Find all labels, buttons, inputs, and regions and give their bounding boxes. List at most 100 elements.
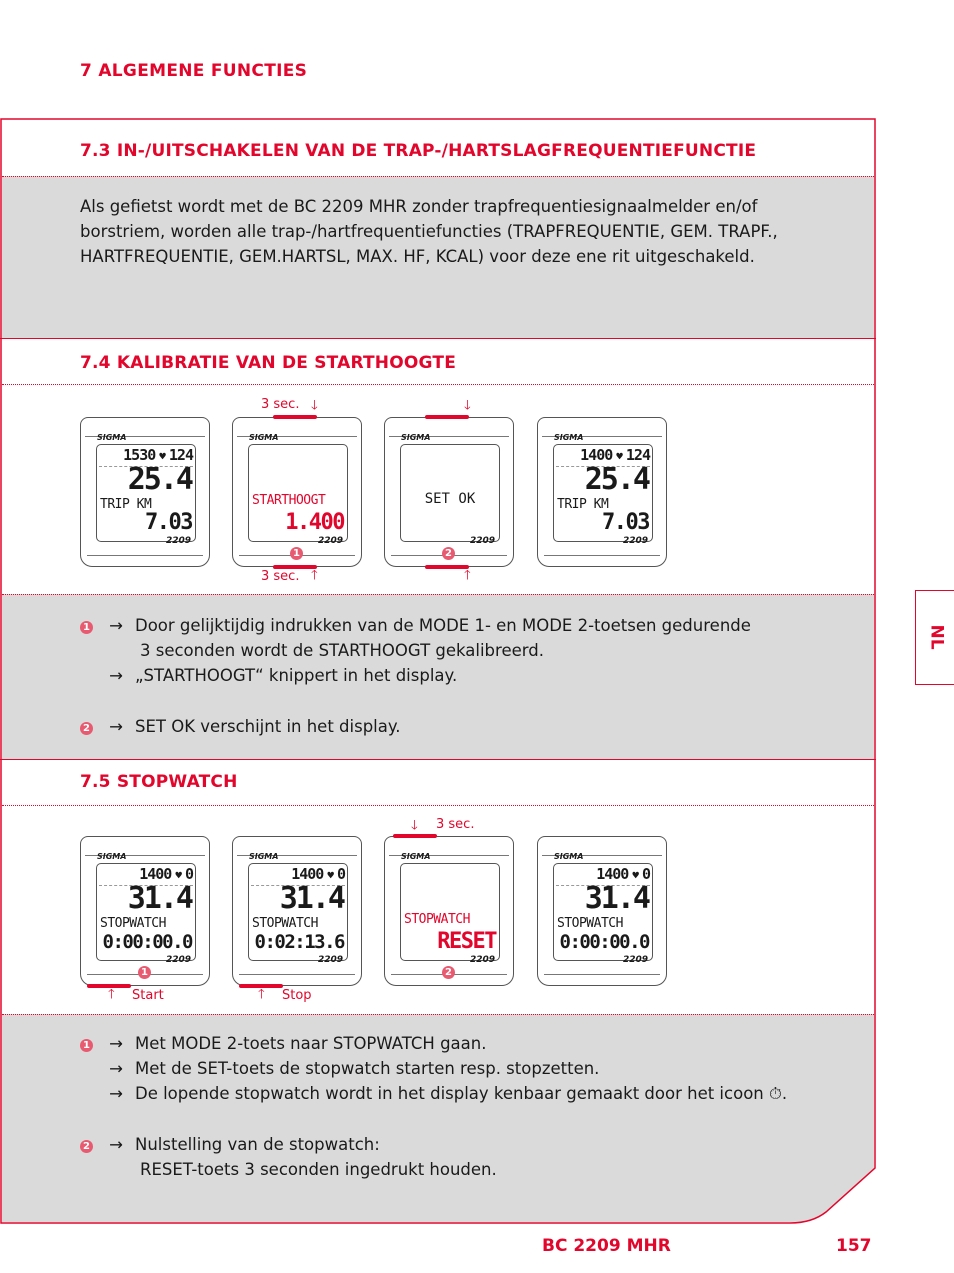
arrow-right-icon: → xyxy=(109,1084,123,1103)
arrow-right-icon: → xyxy=(109,717,123,736)
step-text: De lopende stopwatch wordt in het displa… xyxy=(135,1084,788,1103)
section-heading: 7.4 KALIBRATIE VAN DE STARTHOOGTE xyxy=(80,353,457,373)
arrow-up-icon: 🡑 xyxy=(311,568,318,583)
section-heading: 7.3 IN-/UITSCHAKELEN VAN DE TRAP-/HARTSL… xyxy=(80,141,757,161)
speed-value: 25.4 xyxy=(127,462,194,497)
function-value: RESET xyxy=(437,929,497,954)
step-line: →„STARTHOOGT“ knippert in het display. xyxy=(80,663,751,688)
step-text: Door gelijktijdig indrukken van de MODE … xyxy=(135,616,751,635)
heartrate-value: 0 xyxy=(336,865,346,883)
heartrate-value: 124 xyxy=(168,446,194,464)
arrow-right-icon: → xyxy=(109,1135,123,1154)
device-button-highlight[interactable] xyxy=(239,984,283,988)
device-button-highlight[interactable] xyxy=(273,565,317,569)
step-item: 1 → Door gelijktijdig indrukken van de MOD… xyxy=(80,613,751,688)
dotted-divider xyxy=(2,805,874,806)
brand-logo: SIGMA xyxy=(554,433,584,442)
altitude-heartrate-row: 1400♥124 xyxy=(556,446,651,467)
device-bezel-bottom xyxy=(87,555,203,556)
function-value: 0:00:00.0 xyxy=(559,931,651,953)
step-text: SET OK verschijnt in het display. xyxy=(135,717,401,736)
step-item: 1→Met MODE 2-toets naar STOPWATCH gaan.→… xyxy=(80,1031,787,1106)
dotted-divider xyxy=(2,594,874,595)
step-line: 1→Met MODE 2-toets naar STOPWATCH gaan. xyxy=(80,1031,787,1056)
device-button-highlight[interactable] xyxy=(87,984,131,988)
step-number: 1 xyxy=(80,1039,93,1052)
arrow-right-icon: → xyxy=(109,1059,123,1078)
step-line: 3 seconden wordt de STARTHOOGT gekalibre… xyxy=(80,638,751,663)
model-number: 2209 xyxy=(622,955,648,965)
function-value: 0:02:13.6 xyxy=(254,931,346,953)
model-number: 2209 xyxy=(622,536,648,546)
altitude-value: 1530 xyxy=(123,446,156,464)
heartrate-value: 0 xyxy=(641,865,651,883)
arrow-down-icon: 🡓 xyxy=(411,818,418,833)
step-text: Met MODE 2-toets naar STOPWATCH gaan. xyxy=(135,1034,487,1053)
device-bezel-top xyxy=(389,841,509,856)
device-bezel-top xyxy=(237,422,357,437)
altitude-value: 1400 xyxy=(291,865,324,883)
model-number: 2209 xyxy=(317,536,343,546)
arrow-up-icon: 🡑 xyxy=(464,568,471,583)
function-value: 1.400 xyxy=(285,510,345,535)
hold-label: 3 sec. xyxy=(436,817,475,832)
brand-logo: SIGMA xyxy=(97,433,127,442)
lcd-display: STOPWATCH RESET xyxy=(400,863,500,961)
dotted-divider xyxy=(2,1014,874,1015)
device-button-highlight[interactable] xyxy=(425,565,469,569)
dotted-divider xyxy=(2,384,874,385)
altitude-heartrate-row: 1400♥0 xyxy=(251,865,346,886)
brand-logo: SIGMA xyxy=(554,852,584,861)
step-line: RESET-toets 3 seconden ingedrukt houden. xyxy=(80,1157,497,1182)
model-number: 2209 xyxy=(165,536,191,546)
heart-icon: ♥ xyxy=(327,869,334,882)
device-button-highlight[interactable] xyxy=(393,834,437,838)
step-badge: 1 xyxy=(138,966,151,979)
hold-label: 3 sec. xyxy=(261,569,300,584)
device-bezel-top xyxy=(542,841,662,856)
heartrate-value: 0 xyxy=(184,865,194,883)
device-bezel-top xyxy=(237,841,357,856)
arrow-up-icon: 🡑 xyxy=(108,987,115,1002)
step-item: 2→Nulstelling van de stopwatch:RESET-toe… xyxy=(80,1132,497,1182)
divider xyxy=(0,338,876,339)
step-badge: 2 xyxy=(442,547,455,560)
step-number: 1 xyxy=(80,621,93,634)
function-label: STOPWATCH xyxy=(404,912,470,927)
device-bezel-bottom xyxy=(239,974,355,975)
speed-value: 31.4 xyxy=(584,881,651,916)
brand-logo: SIGMA xyxy=(249,433,279,442)
model-number: 2209 xyxy=(469,536,495,546)
model-number: 2209 xyxy=(469,955,495,965)
section-text: Als gefietst wordt met de BC 2209 MHR zo… xyxy=(80,197,778,266)
step-badge: 1 xyxy=(290,547,303,560)
device-button-highlight[interactable] xyxy=(425,415,469,419)
device-bezel-top xyxy=(85,422,205,437)
device-bezel-bottom xyxy=(544,974,660,975)
altitude-heartrate-row: 1400♥0 xyxy=(99,865,194,886)
step-line: 2→Nulstelling van de stopwatch: xyxy=(80,1132,497,1157)
language-tab[interactable]: NL xyxy=(915,590,954,685)
altitude-value: 1400 xyxy=(580,446,613,464)
step-line: → De lopende stopwatch wordt in het displ… xyxy=(80,1081,787,1106)
page-number: 157 xyxy=(836,1236,872,1256)
brand-logo: SIGMA xyxy=(97,852,127,861)
function-label: TRIP KM xyxy=(100,497,152,512)
display-message: SET OK xyxy=(424,491,476,507)
step-text: Nulstelling van de stopwatch: xyxy=(135,1135,380,1154)
heart-icon: ♥ xyxy=(175,869,182,882)
arrow-right-icon: → xyxy=(109,666,123,685)
function-value: 0:00:00.0 xyxy=(102,931,194,953)
step-line: 2→SET OK verschijnt in het display. xyxy=(80,714,401,739)
function-value: 7.03 xyxy=(145,510,193,535)
device-button-highlight[interactable] xyxy=(273,415,317,419)
model-number: 2209 xyxy=(317,955,343,965)
dotted-divider xyxy=(2,176,874,177)
language-tab-label: NL xyxy=(926,624,947,650)
